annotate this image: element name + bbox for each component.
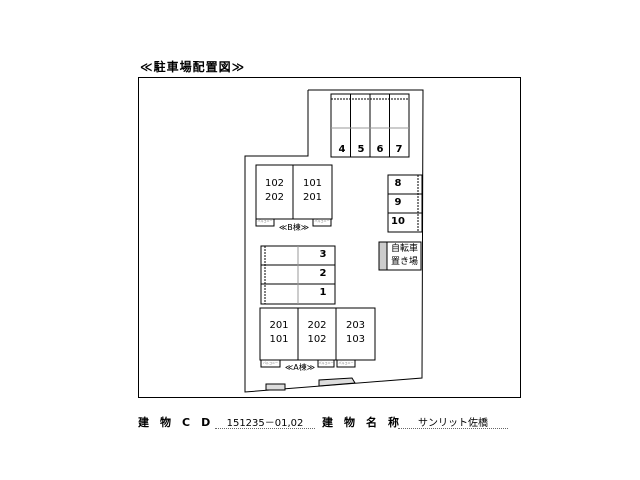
unit-number: 101 <box>302 178 323 189</box>
slot-label: 10 <box>391 216 405 227</box>
unit-number: 102 <box>307 334 327 345</box>
building-a-label: ≪A棟≫ <box>284 363 316 372</box>
bicycle-line1: 自転車 <box>390 244 418 254</box>
parking-slots-1-3 <box>260 245 336 305</box>
building-cd-value: 151235－01,02 <box>215 414 315 429</box>
bicycle-line2: 置き場 <box>390 257 418 267</box>
balcony-label: バルコニー <box>263 361 278 365</box>
slot-label: 8 <box>394 178 402 189</box>
slot-label: 2 <box>319 268 327 279</box>
unit-number: 201 <box>302 192 323 203</box>
building-b-label: ≪B棟≫ <box>278 223 310 232</box>
balcony-label: バルコニー <box>318 361 334 365</box>
unit-number: 201 <box>269 320 289 331</box>
balcony-label: バルコニー <box>257 219 273 223</box>
unit-number: 203 <box>345 320 366 331</box>
balcony-label: バルコニー <box>338 361 354 365</box>
building-cd-label: 建 物 C D <box>138 416 211 429</box>
building-name-value: サンリット佐橋 <box>398 414 508 429</box>
slot-label: 1 <box>319 287 327 298</box>
diagram-frame <box>138 77 521 398</box>
bicycle-parking <box>378 241 422 271</box>
unit-number: 202 <box>307 320 327 331</box>
ground-features <box>265 377 356 391</box>
site-boundary <box>244 89 424 393</box>
slot-label: 6 <box>376 144 384 155</box>
slot-label: 7 <box>395 144 403 155</box>
building-name-label: 建 物 名 称 <box>322 416 399 429</box>
slot-label: 3 <box>319 249 327 260</box>
slot-label: 9 <box>394 197 402 208</box>
parking-slots-8-10 <box>387 174 423 233</box>
slot-label: 4 <box>338 144 346 155</box>
parking-slots-4-7 <box>330 93 410 158</box>
balcony-label: バルコニー <box>314 219 330 223</box>
unit-number: 103 <box>345 334 366 345</box>
slot-label: 5 <box>357 144 365 155</box>
unit-number: 101 <box>269 334 289 345</box>
building-a <box>259 307 376 368</box>
unit-number: 102 <box>264 178 285 189</box>
building-b <box>255 164 333 227</box>
bicycle-label: 自転車置き場 <box>388 243 421 269</box>
unit-number: 202 <box>264 192 285 203</box>
page-title: ≪駐車場配置図≫ <box>140 60 246 74</box>
